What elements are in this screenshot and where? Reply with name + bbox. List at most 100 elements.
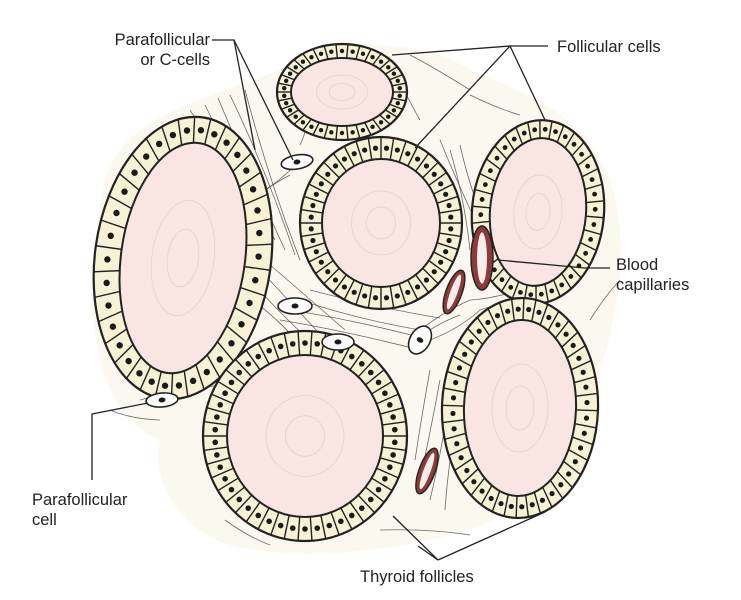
follicular-cell-nucleus xyxy=(542,126,548,132)
cell-border xyxy=(485,158,502,171)
colloid-ring xyxy=(513,174,563,250)
follicular-cell-nucleus xyxy=(555,322,561,328)
cell-border xyxy=(487,308,498,330)
follicular-cell-nucleus xyxy=(518,289,523,295)
follicular-cell-nucleus xyxy=(588,237,594,242)
leader-line xyxy=(91,402,149,480)
follicular-cell-nucleus xyxy=(375,379,382,386)
follicular-cell-nucleus xyxy=(443,249,449,255)
cell-border xyxy=(355,45,361,60)
capillary-lumen xyxy=(446,274,462,310)
colloid-ring xyxy=(328,83,356,101)
label-blood-capillaries-line1: Blood xyxy=(616,256,659,274)
cell-border xyxy=(571,141,585,157)
follicular-cell-nucleus xyxy=(438,181,444,187)
follicular-cell-nucleus xyxy=(462,351,468,357)
cell-border xyxy=(500,275,512,292)
follicular-cell-nucleus xyxy=(570,342,576,349)
cell-border xyxy=(372,53,382,66)
parafollicular-cell xyxy=(280,153,314,171)
colloid-ring xyxy=(285,415,325,457)
cell-border xyxy=(439,232,462,238)
colloid-ring xyxy=(491,363,549,453)
follicular-cell-nucleus xyxy=(289,341,296,347)
follicular-cell-nucleus xyxy=(519,504,525,510)
follicular-cell-nucleus xyxy=(309,124,314,130)
follicular-cell-nucleus xyxy=(360,51,366,56)
cell-border xyxy=(382,446,407,451)
follicular-cell-nucleus xyxy=(562,134,568,140)
follicular-cell-nucleus xyxy=(228,486,235,493)
cell-border xyxy=(357,358,376,378)
follicular-cell-nucleus xyxy=(592,206,598,212)
follicular-cell-nucleus xyxy=(372,145,379,151)
follicular-cell-nucleus xyxy=(161,382,169,389)
follicular-cell-nucleus xyxy=(350,130,355,135)
cell-border xyxy=(379,406,404,415)
cell-border xyxy=(525,495,530,518)
cell-border xyxy=(277,82,292,87)
cell-border xyxy=(125,356,142,379)
follicular-cell-nucleus xyxy=(212,426,219,433)
label-blood-capillaries-line2: capillaries xyxy=(616,276,690,294)
follicular-cell-nucleus xyxy=(414,284,421,290)
follicular-cell-nucleus xyxy=(300,59,306,64)
follicular-cell-nucleus xyxy=(498,501,504,507)
cell-border xyxy=(583,228,602,236)
follicular-cell-nucleus xyxy=(378,120,384,125)
follicular-cell-nucleus xyxy=(383,145,390,151)
follicular-cell-nucleus xyxy=(383,295,390,301)
follicular-cell-nucleus xyxy=(431,171,437,177)
follicular-cell-nucleus xyxy=(113,209,120,217)
cell-border xyxy=(243,193,268,206)
follicle-right xyxy=(470,119,606,305)
cell-border xyxy=(225,369,245,386)
follicular-cell-nucleus xyxy=(488,495,494,502)
blood-capillary xyxy=(470,225,494,291)
leader-line xyxy=(437,511,546,561)
follicular-cell-nucleus xyxy=(515,306,521,312)
follicular-cell-nucleus xyxy=(394,147,400,153)
follicular-cell-nucleus xyxy=(228,340,235,347)
label-parafollicular-cell-line2: cell xyxy=(32,511,57,529)
cell-border xyxy=(257,507,270,530)
fiber xyxy=(414,369,431,461)
fiber xyxy=(229,94,296,256)
blood-capillaries-group xyxy=(415,225,494,495)
cell-border xyxy=(177,119,183,146)
fiber xyxy=(409,54,471,91)
follicular-cell-nucleus xyxy=(391,108,397,113)
cell-border xyxy=(94,290,121,299)
cell-border xyxy=(234,358,253,378)
follicular-cell-nucleus xyxy=(287,108,293,113)
cell-border xyxy=(225,486,245,503)
fiber xyxy=(109,409,161,421)
follicular-cell-nucleus xyxy=(391,439,398,446)
follicular-cell-nucleus xyxy=(121,188,128,195)
cell-border xyxy=(93,269,120,273)
follicular-cell-nucleus xyxy=(351,151,357,157)
cell-border xyxy=(355,283,364,306)
follicular-cell-nucleus xyxy=(521,130,527,136)
follicular-cell-nucleus xyxy=(203,368,211,376)
cell-border xyxy=(349,349,365,371)
cell-border xyxy=(365,369,385,386)
cell-border xyxy=(554,320,570,339)
cell-border xyxy=(476,317,491,337)
follicular-cell-nucleus xyxy=(287,71,293,76)
cell-border xyxy=(472,205,491,209)
colloid-ring xyxy=(316,74,368,110)
cell-border xyxy=(439,208,462,214)
cell-border xyxy=(428,171,447,186)
cell-border xyxy=(422,267,439,285)
follicular-cell-nucleus xyxy=(326,522,333,529)
cell-border xyxy=(224,137,241,160)
cell-border xyxy=(379,457,404,466)
follicular-cell-nucleus xyxy=(358,505,365,511)
cell-border xyxy=(211,393,234,405)
cell-border xyxy=(458,340,477,356)
follicular-cell-nucleus xyxy=(478,212,484,218)
follicular-cell-nucleus xyxy=(494,313,501,319)
follicular-cell-nucleus xyxy=(289,525,296,531)
